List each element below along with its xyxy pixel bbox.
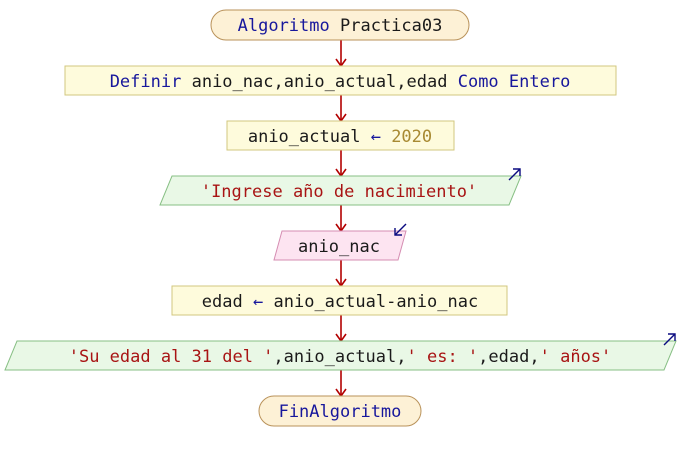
assign2-expr: anio_actual-anio_nac <box>274 292 479 312</box>
assign-anio-actual-label: anio_actual ← 2020 <box>248 127 432 147</box>
connector-output1-to-input1 <box>335 205 347 233</box>
output-ingrese-parallelogram[interactable]: 'Ingrese año de nacimiento' <box>159 168 522 206</box>
connector-output2-to-end <box>335 370 347 398</box>
assign-edad-shape <box>171 285 508 316</box>
input-anio-nac-parallelogram[interactable]: anio_nac <box>273 223 407 261</box>
output-ingrese-shape <box>159 175 522 206</box>
connector-assign1-to-output1 <box>335 150 347 178</box>
output-ingrese-label: 'Ingrese año de nacimiento' <box>201 182 477 202</box>
connector-start-to-definir <box>335 40 347 68</box>
connector-definir-to-assign1 <box>335 95 347 123</box>
assign1-value: 2020 <box>391 127 432 147</box>
definir-keyword: Definir <box>110 72 182 92</box>
definir-process[interactable]: Definir anio_nac,anio_actual,edad Como E… <box>64 65 617 96</box>
output2-sep3: , <box>478 347 488 367</box>
definir-process-label: Definir anio_nac,anio_actual,edad Como E… <box>110 72 571 92</box>
output2-str1: 'Su edad al 31 del ' <box>69 347 274 367</box>
output2-sep1: , <box>273 347 283 367</box>
assign2-arrow: ← <box>253 292 263 312</box>
start-terminal-shape <box>210 9 470 41</box>
assign-anio-actual-shape <box>226 120 455 151</box>
input-anio-nac-shape <box>273 230 407 261</box>
output2-str2: ' es: ' <box>407 347 479 367</box>
definir-vars: anio_nac,anio_actual,edad <box>192 72 448 92</box>
algoritmo-keyword: Algoritmo <box>238 16 330 36</box>
algorithm-name: Practica03 <box>340 16 442 36</box>
connector-assign2-to-output2 <box>335 315 347 343</box>
end-terminal[interactable]: FinAlgoritmo <box>258 395 422 427</box>
end-terminal-shape <box>258 395 422 427</box>
output2-str3: ' años' <box>540 347 612 367</box>
definir-process-shape <box>64 65 617 96</box>
assign-anio-actual-process[interactable]: anio_actual ← 2020 <box>226 120 455 151</box>
start-terminal[interactable]: Algoritmo Practica03 <box>210 9 470 41</box>
output-su-edad-label: 'Su edad al 31 del ',anio_actual,' es: '… <box>69 347 612 367</box>
output-arrow-icon <box>508 168 521 181</box>
output2-var2: edad <box>488 347 529 367</box>
assign-edad-label: edad ← anio_actual-anio_nac <box>202 292 478 312</box>
assign1-target: anio_actual <box>248 127 361 147</box>
end-terminal-label: FinAlgoritmo <box>279 402 402 422</box>
output-su-edad-parallelogram[interactable]: 'Su edad al 31 del ',anio_actual,' es: '… <box>4 333 677 371</box>
connector-input1-to-assign2 <box>335 260 347 288</box>
output2-arrow-icon <box>663 333 676 346</box>
assign1-arrow: ← <box>371 127 381 147</box>
input-anio-nac-label: anio_nac <box>298 237 380 257</box>
input-arrow-icon <box>394 223 407 236</box>
assign2-target: edad <box>202 292 243 312</box>
output2-sep4: , <box>529 347 539 367</box>
como-entero-keyword: Como Entero <box>458 72 571 92</box>
output2-var1: anio_actual <box>284 347 397 367</box>
output2-sep2: , <box>396 347 406 367</box>
assign-edad-process[interactable]: edad ← anio_actual-anio_nac <box>171 285 508 316</box>
start-terminal-label: Algoritmo Practica03 <box>238 16 443 36</box>
output-su-edad-shape <box>4 340 677 371</box>
